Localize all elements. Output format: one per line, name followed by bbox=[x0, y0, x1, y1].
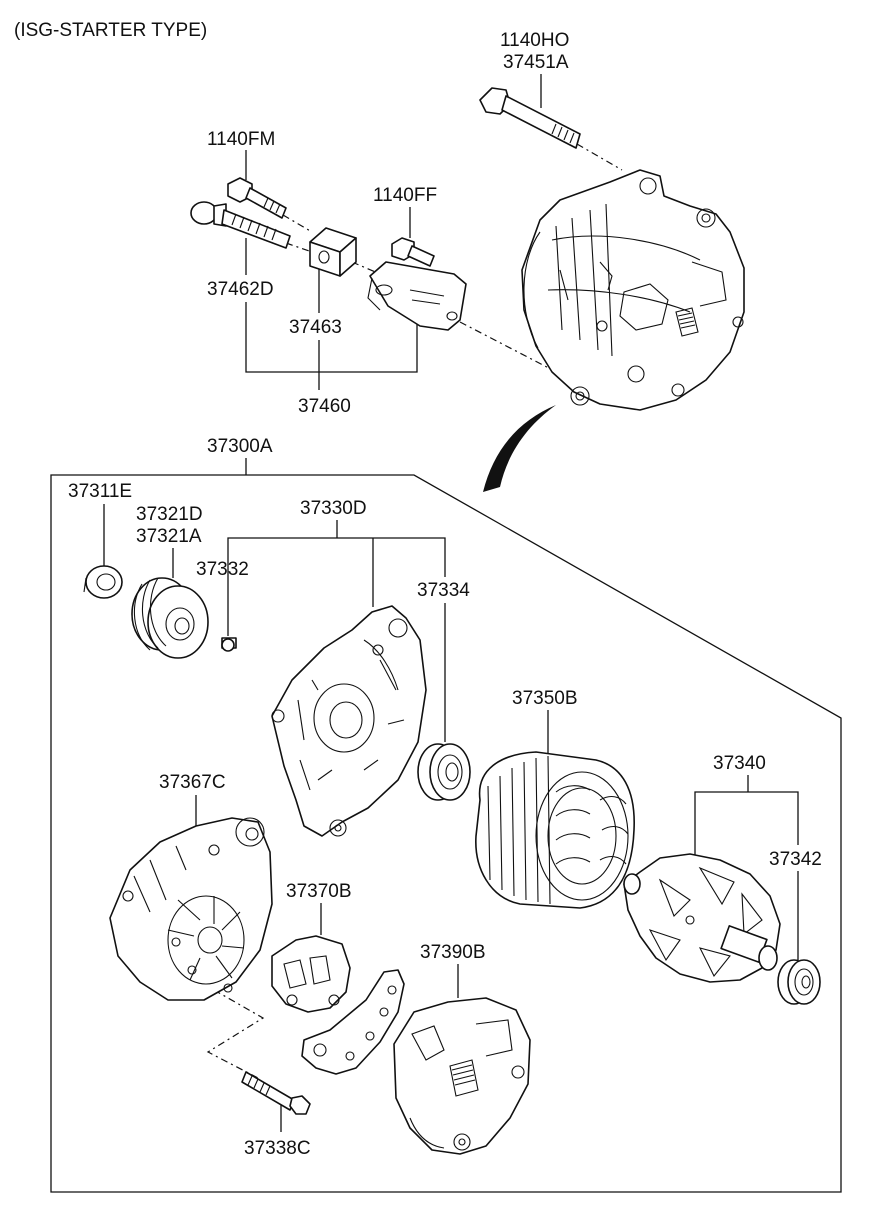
bracket-37460 bbox=[245, 302, 418, 373]
bolt-37462D bbox=[190, 201, 291, 249]
rear-housing-37367C bbox=[109, 817, 273, 1001]
nut-37311E bbox=[83, 565, 123, 599]
bolt-37338C bbox=[241, 1071, 311, 1115]
axis-37338C bbox=[206, 989, 265, 1079]
regulator-37390B bbox=[393, 997, 531, 1155]
label-37460: 37460 bbox=[298, 396, 351, 417]
bolt-1140FM bbox=[227, 177, 287, 219]
label-37463: 37463 bbox=[289, 317, 342, 338]
label-37462D: 37462D bbox=[207, 279, 274, 300]
label-37390B: 37390B bbox=[420, 942, 486, 963]
alternator-assembly bbox=[521, 169, 745, 411]
diagram-title: (ISG-STARTER TYPE) bbox=[14, 20, 207, 41]
axis-37463 bbox=[351, 261, 381, 275]
label-37332: 37332 bbox=[196, 559, 249, 580]
pulley-37321 bbox=[131, 577, 209, 659]
label-37350B: 37350B bbox=[512, 688, 578, 709]
label-37300A: 37300A bbox=[207, 436, 273, 457]
front-housing-37330D bbox=[271, 605, 427, 837]
label-37370B: 37370B bbox=[286, 881, 352, 902]
bearing-37342 bbox=[777, 959, 821, 1005]
label-1140HO: 1140HO bbox=[500, 30, 569, 51]
bracket-37330D bbox=[227, 537, 446, 582]
rectifier-37370B bbox=[271, 935, 405, 1075]
label-37321D: 37321D bbox=[136, 504, 203, 525]
label-1140FM: 1140FM bbox=[207, 129, 275, 150]
label-1140FF: 1140FF bbox=[373, 185, 437, 206]
assembly-arrow bbox=[483, 405, 556, 492]
axis-bracket bbox=[459, 321, 569, 379]
long-bolt bbox=[479, 87, 581, 149]
label-37311E: 37311E bbox=[68, 481, 132, 502]
axis-1140FM bbox=[282, 214, 313, 233]
bracket-37340 bbox=[694, 791, 799, 855]
label-37321A: 37321A bbox=[136, 526, 202, 547]
label-37330D: 37330D bbox=[300, 498, 367, 519]
axis-37462D bbox=[285, 242, 313, 253]
bolt-1140FF bbox=[391, 237, 435, 267]
screw-37332 bbox=[221, 637, 237, 652]
label-37338C: 37338C bbox=[244, 1138, 311, 1159]
label-37342: 37342 bbox=[769, 849, 822, 870]
bearing-37334 bbox=[417, 743, 471, 801]
label-37451A: 37451A bbox=[503, 52, 569, 73]
bracket-37460-part bbox=[367, 261, 467, 331]
rotor-37340 bbox=[623, 853, 781, 983]
label-37367C: 37367C bbox=[159, 772, 226, 793]
axis-long-bolt bbox=[576, 143, 623, 171]
spacer-37463 bbox=[309, 227, 357, 277]
label-37340: 37340 bbox=[713, 753, 766, 774]
kit-boundary bbox=[50, 458, 842, 1193]
stator-37350B bbox=[475, 751, 635, 909]
label-37334: 37334 bbox=[417, 580, 470, 601]
